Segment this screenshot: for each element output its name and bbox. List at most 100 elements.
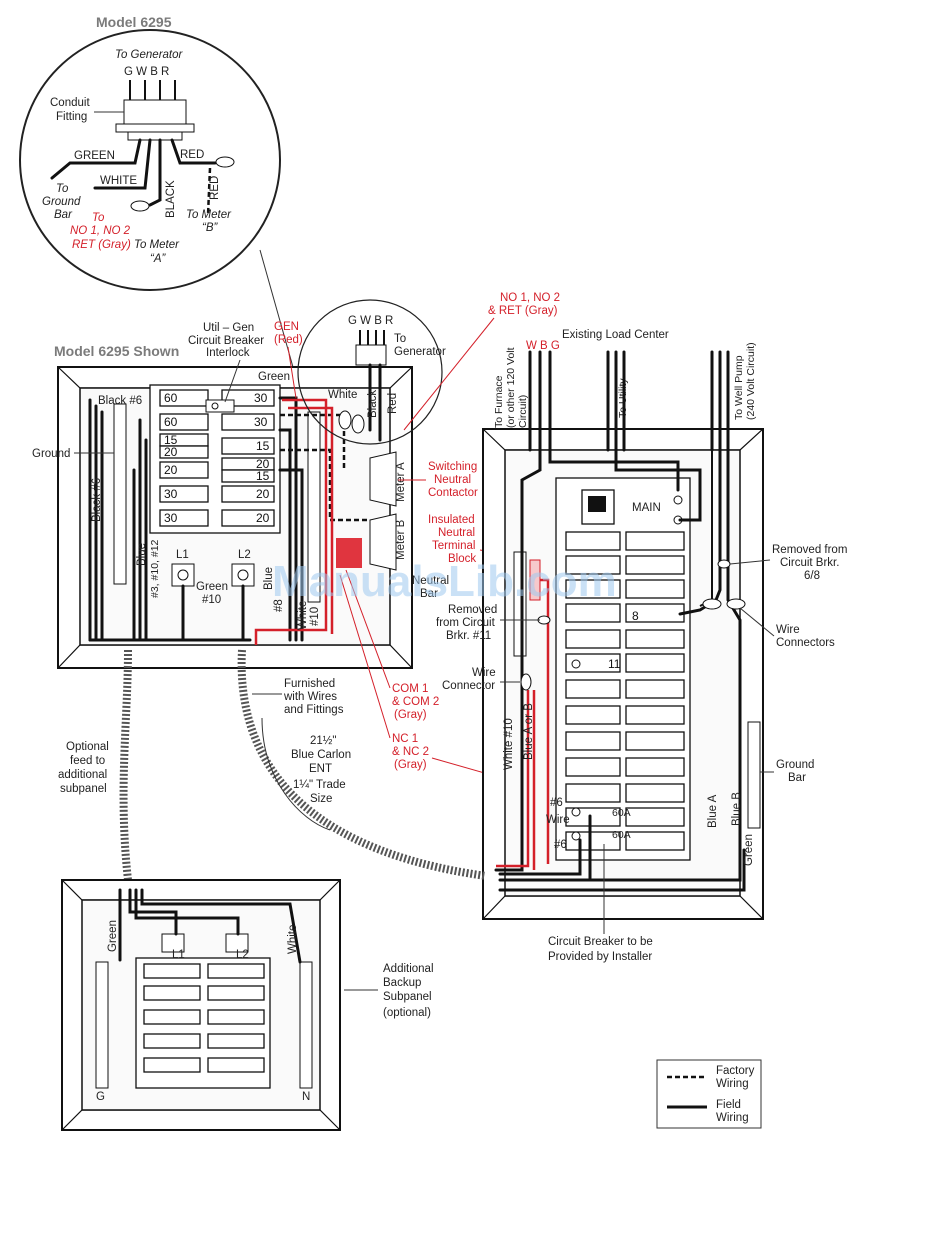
optional-conduit: [119, 649, 132, 881]
red-vertical-label: RED: [209, 176, 221, 200]
wire-label: Wire: [546, 814, 570, 826]
insulated-label-2: Neutral: [438, 527, 475, 539]
blue-label: Blue: [136, 543, 148, 566]
to-ground-bar-2: Ground: [42, 196, 81, 208]
num-6-bottom-label: #6: [554, 839, 567, 851]
conduit-fitting-icon: [355, 344, 387, 366]
white-10-label-1: White: [297, 601, 309, 630]
ground-label: Ground: [32, 448, 70, 460]
model-6295-shown-label: Model 6295 Shown: [54, 343, 179, 359]
additional-label-3: Subpanel: [383, 991, 432, 1003]
to-generator-2b: Generator: [394, 346, 446, 358]
breaker-right-column: 30 30 15 20 15 20 20: [221, 389, 275, 527]
carlon-label-4: 1¼" Trade: [293, 779, 346, 791]
existing-load-center-label: Existing Load Center: [562, 329, 669, 341]
conduit-fitting-label-2: Fitting: [56, 111, 87, 123]
breaker-value: 20: [164, 445, 178, 459]
blue-a-or-b-label: Blue A or B: [523, 703, 535, 760]
removed-6-8-label-3: 6/8: [804, 570, 820, 582]
breaker-8-label: 8: [632, 609, 639, 623]
conduit-fitting-icon: [123, 99, 187, 125]
to-meter-a-2: “A”: [150, 253, 167, 265]
legend: Factory Wiring Field Wiring: [656, 1059, 762, 1129]
com-label-1: COM 1: [392, 683, 428, 695]
breaker-value: 30: [164, 511, 178, 525]
com-label-2: & COM 2: [392, 696, 439, 708]
additional-label-2: Backup: [383, 977, 421, 989]
breaker-value: 30: [254, 415, 268, 429]
furnished-label-3: and Fittings: [284, 704, 344, 716]
gwbr-label: G W B R: [124, 66, 169, 78]
removed-11-label-2: from Circuit: [436, 617, 496, 629]
no1-no2-label-1: NO 1, NO 2: [500, 292, 560, 304]
removed-6-8-label-1: Removed from: [772, 544, 847, 556]
removed-11-label-3: Brkr. #11: [446, 630, 491, 642]
sub-ground-bar: [95, 961, 109, 1089]
switching-label-2: Neutral: [434, 474, 471, 486]
carlon-label-5: Size: [310, 793, 332, 805]
nc-label-3: (Gray): [394, 759, 427, 771]
ground-terminal-strip: [113, 403, 127, 585]
meter-a-label: Meter A: [395, 462, 407, 502]
switching-label-1: Switching: [428, 461, 477, 473]
breaker-value: 20: [256, 457, 270, 471]
black-wire-label: Black: [367, 390, 379, 418]
transfer-switch-panel: Model 6295 Shown 60 60 15 20 20 30 30 30…: [32, 343, 413, 669]
sub-l1-label: L1: [172, 949, 185, 961]
red-callouts: NO 1, NO 2 & RET (Gray) Switching Neutra…: [339, 292, 560, 787]
neutral-bar-label-1: Neutral: [412, 575, 449, 587]
to-furnace-label-1: To Furnace: [493, 375, 505, 428]
to-meter-b-1: To Meter: [186, 209, 232, 221]
insulated-label-3: Terminal: [432, 540, 475, 552]
sub-n-label: N: [302, 1091, 310, 1103]
breaker-value: 30: [164, 487, 178, 501]
breaker-value: 20: [256, 487, 270, 501]
red-wire-label: Red: [387, 393, 399, 414]
breaker-value: 15: [164, 433, 178, 447]
insulated-label-1: Insulated: [428, 514, 475, 526]
inset-detail-circle: Model 6295 To Generator G W B R Conduit …: [19, 14, 281, 291]
sub-l2-label: L2: [236, 949, 249, 961]
interlock-icon: [205, 399, 235, 413]
conduit-fitting-label-1: Conduit: [50, 97, 90, 109]
green-label: GREEN: [74, 150, 115, 162]
wire-nut-icon: [215, 156, 235, 168]
wire-connector-icon: [520, 673, 532, 691]
breaker-11-label: 11: [608, 657, 621, 671]
util-gen-label-3: Interlock: [206, 347, 250, 359]
to-no-3: RET (Gray): [72, 239, 131, 251]
removed-6-8-label-2: Circuit Brkr.: [780, 557, 839, 569]
ground-bar-icon: [747, 721, 761, 829]
white-10-label-2: #10: [309, 607, 321, 626]
l2-label: L2: [238, 549, 251, 561]
nc-label-2: & NC 2: [392, 746, 429, 758]
wire-nut-icon: [338, 410, 352, 430]
blue-b-label: Blue B: [731, 792, 743, 826]
blue-a-label: Blue A: [707, 794, 719, 828]
white-10-lc-label: White #10: [503, 718, 515, 770]
blue-8-label-1: Blue: [263, 567, 275, 590]
legend-field-2: Wiring: [716, 1112, 749, 1124]
to-meter-a-1: To Meter: [134, 239, 180, 251]
to-generator-label: To Generator: [115, 49, 184, 61]
breaker-value: 20: [164, 463, 178, 477]
wire-nut-icon: [351, 414, 365, 434]
removed-11-label-1: Removed: [448, 604, 497, 616]
to-generator-2a: To: [394, 333, 406, 345]
black-label: BLACK: [165, 180, 177, 218]
black-6-side-label: Black #6: [91, 478, 103, 522]
white-wire-label: White: [328, 389, 357, 401]
gen-red-label-1: GEN: [274, 321, 299, 333]
to-ground-bar-3: Bar: [54, 209, 73, 221]
wire-connector-icon: [702, 598, 722, 610]
breaker-value: 60: [164, 415, 178, 429]
green-lc-label: Green: [743, 834, 755, 866]
insulated-label-4: Block: [448, 553, 476, 565]
optional-label-2: feed to: [70, 755, 105, 767]
util-gen-label-2: Circuit Breaker: [188, 335, 264, 347]
model-6295-title: Model 6295: [96, 14, 172, 30]
wire-connector-label-2: Connector: [442, 680, 495, 692]
breaker-value: 30: [254, 391, 268, 405]
ground-bar-label-1: Ground: [776, 759, 814, 771]
neutral-bar-label-2: Bar: [420, 588, 438, 600]
